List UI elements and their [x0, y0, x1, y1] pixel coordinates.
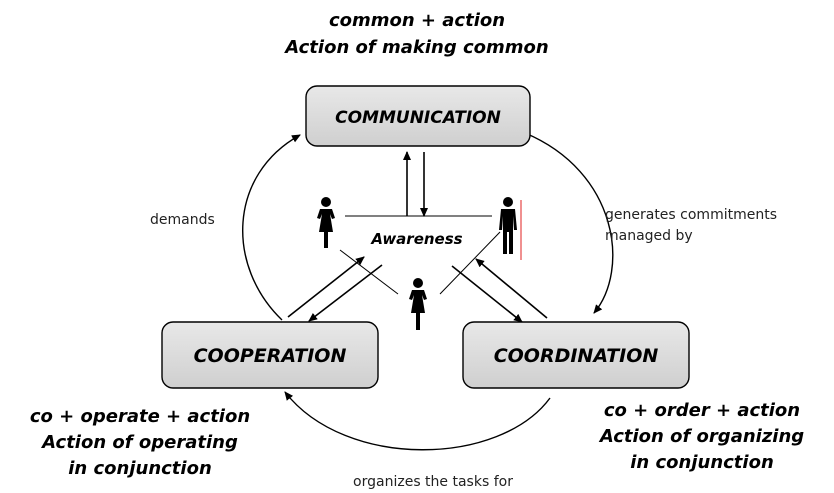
coordination-etymology-line2: Action of organizing [598, 426, 804, 447]
triangle-left-edge [339, 249, 399, 295]
generates-label-line2: managed by [605, 228, 693, 244]
cooperation-etymology-line3: in conjunction [68, 458, 212, 479]
arc-demands [242, 134, 301, 321]
communication-box [305, 85, 531, 147]
arc-organizes-tasks [284, 391, 551, 451]
communication-etymology-line1: common + action [329, 10, 505, 31]
awareness-label: Awareness [370, 230, 462, 248]
person-man-icon [499, 197, 517, 254]
person-woman-icon [409, 278, 427, 330]
communication-label: COMMUNICATION [335, 108, 501, 128]
coordination-label: COORDINATION [494, 345, 659, 367]
cooperation-label: COOPERATION [194, 345, 347, 367]
coordination-etymology-line3: in conjunction [630, 452, 774, 473]
cooperation-etymology-line1: co + operate + action [30, 406, 250, 427]
arc-generates-commitments [524, 132, 614, 314]
coordination-etymology-line1: co + order + action [604, 400, 800, 421]
communication-etymology-line2: Action of making common [283, 37, 548, 58]
arrow-cooperation-to-awareness [287, 256, 365, 318]
person-woman-icon [317, 197, 335, 248]
arrow-awareness-to-coordination [451, 265, 523, 323]
cooperation-box [161, 321, 379, 389]
organizes-label: organizes the tasks for [353, 474, 513, 490]
arrow-awareness-to-cooperation [308, 264, 383, 322]
demands-label: demands [150, 212, 215, 228]
arrow-coordination-to-awareness [475, 258, 548, 319]
coordination-box [462, 321, 690, 389]
cooperation-etymology-line2: Action of operating [40, 432, 238, 453]
generates-label-line1: generates commitments [605, 207, 777, 223]
triangle-right-edge [439, 231, 501, 295]
